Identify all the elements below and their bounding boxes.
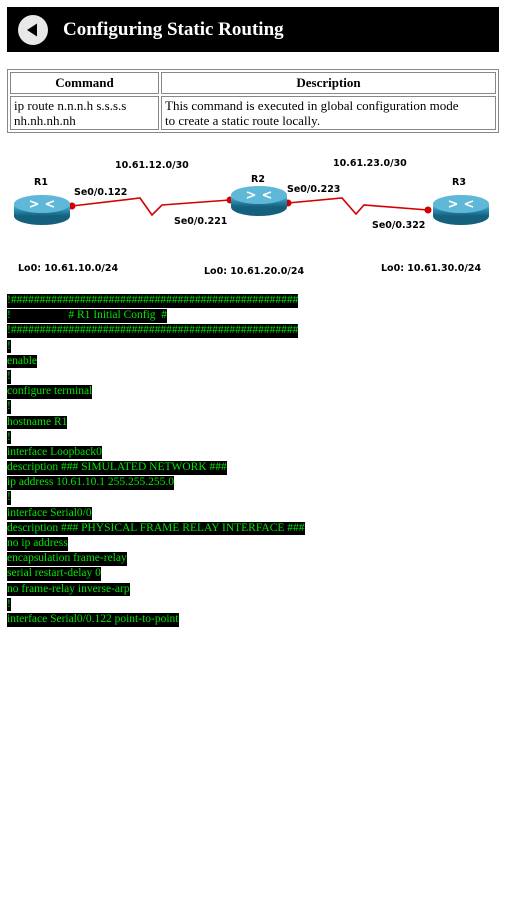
r3-interface-dot	[424, 206, 432, 214]
config-line: description ### SIMULATED NETWORK ###	[7, 461, 227, 475]
config-line: ! # R1 Initial Config #	[7, 309, 168, 323]
router-label-r1: R1	[34, 177, 48, 188]
config-line: !	[7, 491, 11, 506]
loopback-label-r3: Lo0: 10.61.30.0/24	[381, 263, 481, 274]
iface-label-r3-se0-0-322: Se0/0.322	[372, 220, 425, 231]
subnet-label-r2-r3: 10.61.23.0/30	[333, 158, 407, 169]
iface-label-r2-se0-0-223: Se0/0.223	[287, 184, 340, 195]
title-bar: Configuring Static Routing	[7, 7, 499, 52]
column-header-description: Description	[161, 72, 496, 94]
router-label-r2: R2	[251, 174, 265, 185]
subnet-label-r1-r2: 10.61.12.0/30	[115, 160, 189, 171]
config-line: interface Serial0/0	[7, 506, 92, 521]
back-button[interactable]	[18, 14, 48, 45]
command-table: Command Description ip route n.n.n.h s.s…	[7, 69, 499, 133]
config-line: no ip address	[7, 537, 68, 551]
table-header-row: Command Description	[10, 72, 496, 94]
config-line: !	[7, 339, 11, 354]
config-line: configure terminal	[7, 385, 93, 399]
config-line: no frame-relay inverse-arp	[7, 582, 130, 597]
table-row: ip route n.n.n.h s.s.s.s nh.nh.nh.nh Thi…	[10, 96, 496, 130]
config-listing: !#######################################…	[7, 293, 305, 627]
r1-interface-dot	[68, 202, 76, 210]
iface-label-r1-se0-0-122: Se0/0.122	[74, 187, 127, 198]
loopback-label-r2: Lo0: 10.61.20.0/24	[204, 266, 304, 277]
config-line: enable	[7, 354, 38, 369]
back-arrow-icon	[27, 23, 37, 36]
router-r3-icon[interactable]	[433, 195, 489, 225]
config-line: interface Serial0/0.122 point-to-point	[7, 612, 179, 627]
column-header-command: Command	[10, 72, 159, 94]
router-label-r3: R3	[452, 177, 466, 188]
router-r2-icon[interactable]	[231, 186, 287, 216]
config-line: !	[7, 430, 11, 445]
description-line: This command is executed in global confi…	[165, 98, 459, 113]
serial-link-r1-r2	[71, 197, 231, 217]
config-line: !#######################################…	[7, 324, 299, 338]
config-line: description ### PHYSICAL FRAME RELAY INT…	[7, 521, 305, 536]
description-line: to create a static route locally.	[165, 113, 321, 128]
config-line: interface Loopback0	[7, 445, 102, 460]
command-line: nh.nh.nh.nh	[14, 113, 76, 128]
network-topology-diagram: R1 R2 R3 10.61.12.0/30 10.61.23.0/30 Se0…	[14, 158, 489, 277]
config-line: ip address 10.61.10.1 255.255.255.0	[7, 476, 175, 490]
serial-link-r2-r3	[287, 197, 429, 216]
command-cell: ip route n.n.n.h s.s.s.s nh.nh.nh.nh	[10, 96, 159, 130]
command-line: ip route n.n.n.h s.s.s.s	[14, 98, 127, 113]
description-cell: This command is executed in global confi…	[161, 96, 496, 130]
config-line: encapsulation frame-relay	[7, 552, 127, 566]
router-r1-icon[interactable]	[14, 195, 70, 225]
config-line: !	[7, 400, 11, 414]
config-line: !#######################################…	[7, 294, 299, 308]
page-title: Configuring Static Routing	[63, 18, 284, 40]
iface-label-r2-se0-0-221: Se0/0.221	[174, 216, 227, 227]
loopback-label-r1: Lo0: 10.61.10.0/24	[18, 263, 118, 274]
config-line: !	[7, 597, 11, 612]
config-line: serial restart-delay 0	[7, 567, 101, 581]
config-line: !	[7, 369, 11, 384]
config-line: hostname R1	[7, 415, 68, 430]
